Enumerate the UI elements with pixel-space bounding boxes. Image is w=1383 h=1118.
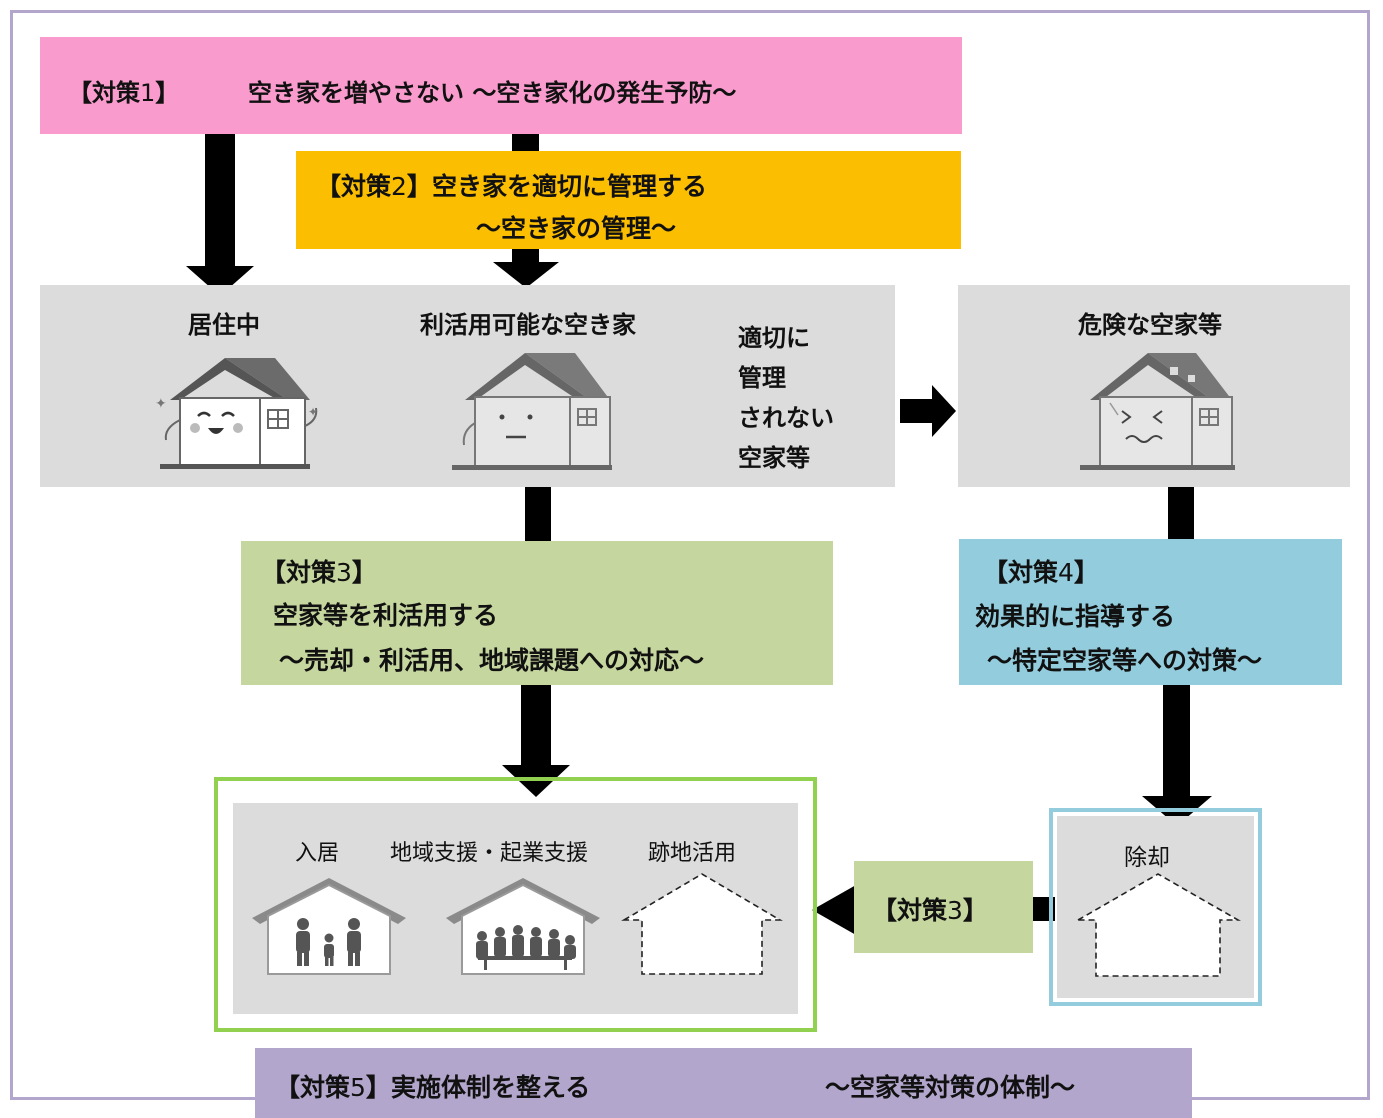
outcome-community-label: 地域支援・起業支援 <box>390 841 589 866</box>
unmanaged-line: されない <box>738 404 834 432</box>
measure5-close: 】 <box>365 1073 391 1102</box>
measure3-sub: ～売却・利活用、地域課題への対応～ <box>279 646 705 675</box>
empty-site-icon <box>621 873 783 975</box>
measure4-number: 4 <box>1058 558 1074 587</box>
arrowhead-down-icon <box>502 765 570 797</box>
measure3-small-label: 【対策3】 <box>872 891 988 927</box>
measure5-number: 5 <box>350 1073 366 1102</box>
stage-living-label: 居住中 <box>188 311 260 339</box>
measure3-small-box: 【対策3】 <box>854 861 1033 953</box>
measure4-close: 】 <box>1073 558 1099 587</box>
connector-m2-down <box>512 245 539 265</box>
family-house-icon <box>252 878 406 975</box>
worried-house-icon <box>1080 353 1235 470</box>
measure2-banner: 【対策2】空き家を適切に管理する ～空き家の管理～ <box>296 151 961 249</box>
measure4-box: 【対策4】 効果的に指導する ～特定空家等への対策～ <box>959 539 1342 685</box>
measure2-title: 空き家を適切に管理する <box>431 172 707 201</box>
arrow-left-icon <box>812 885 856 935</box>
measure5-label: 【対策5】実施体制を整える <box>275 1068 590 1104</box>
arrowhead-down-icon <box>493 262 559 288</box>
measure4-prefix: 【対策 <box>983 558 1059 587</box>
stage-dangerous-label: 危険な空家等 <box>1078 311 1222 339</box>
measure1-prefix: 【対策 <box>68 79 140 107</box>
unmanaged-line: 空家等 <box>738 444 810 472</box>
connector-m4-demolish <box>1163 685 1190 798</box>
measure1-number: 1 <box>140 79 156 107</box>
measure4-title: 効果的に指導する <box>975 602 1176 631</box>
neutral-house-icon <box>452 353 612 470</box>
measure1-label: 【対策1】 <box>68 73 179 108</box>
demolition-frame <box>1049 808 1262 1006</box>
measure3-small-prefix: 【対策 <box>872 896 948 925</box>
demolition-label: 除却 <box>1124 845 1170 871</box>
svg-text:✦: ✦ <box>155 396 167 412</box>
measure3-box: 【対策3】 空家等を利活用する ～売却・利活用、地域課題への対応～ <box>241 541 833 685</box>
unmanaged-line: 管理 <box>738 364 786 392</box>
measure5-banner: 【対策5】実施体制を整える ～空家等対策の体制～ <box>255 1048 1192 1118</box>
measure3-small-close: 】 <box>962 896 988 925</box>
measure5-sub: ～空家等対策の体制～ <box>825 1073 1076 1102</box>
measure3-number: 3 <box>336 558 352 587</box>
happy-house-icon: ✦✦ <box>155 358 318 469</box>
measure3-close: 】 <box>351 558 377 587</box>
measure5-title: 実施体制を整える <box>390 1073 591 1102</box>
measure1-banner: 【対策1】 空き家を増やさない ～空き家化の発生予防～ <box>40 37 962 134</box>
measure4-label: 【対策4】 <box>983 553 1099 589</box>
connector-m3-outcomes <box>521 683 551 767</box>
stage-unmanaged-label: 適切に 管理 されない 空家等 <box>738 318 834 478</box>
measure5-prefix: 【対策 <box>275 1073 351 1102</box>
arrow-right-icon <box>900 385 956 437</box>
unmanaged-line: 適切に <box>738 324 810 352</box>
measure3-prefix: 【対策 <box>261 558 337 587</box>
stage-usable-label: 利活用可能な空き家 <box>420 311 636 339</box>
connector-danger-m4 <box>1168 487 1194 543</box>
measure3-small-number: 3 <box>947 896 963 925</box>
connector-usable-m3 <box>525 485 551 545</box>
outcomes-frame <box>214 777 817 1032</box>
measure2-title-line: 【対策2】空き家を適切に管理する <box>316 167 707 203</box>
svg-text:✦: ✦ <box>308 405 318 419</box>
outcome-move-in-label: 入居 <box>295 841 340 866</box>
demolished-site-icon <box>1075 873 1241 977</box>
measure2-sub: ～空き家の管理～ <box>476 214 677 243</box>
measure4-sub: ～特定空家等への対策～ <box>987 646 1263 675</box>
measure2-close: 】 <box>406 172 432 201</box>
connector-m1-down <box>205 130 235 270</box>
outcome-site-use-label: 跡地活用 <box>648 841 737 866</box>
measure3-title: 空家等を利活用する <box>273 601 499 630</box>
meeting-house-icon <box>446 878 600 975</box>
measure1-text: 空き家を増やさない ～空き家化の発生予防～ <box>248 79 737 107</box>
measure2-number: 2 <box>391 172 407 201</box>
measure3-label: 【対策3】 <box>261 553 377 589</box>
measure1-close: 】 <box>155 79 180 107</box>
measure2-prefix: 【対策 <box>316 172 392 201</box>
